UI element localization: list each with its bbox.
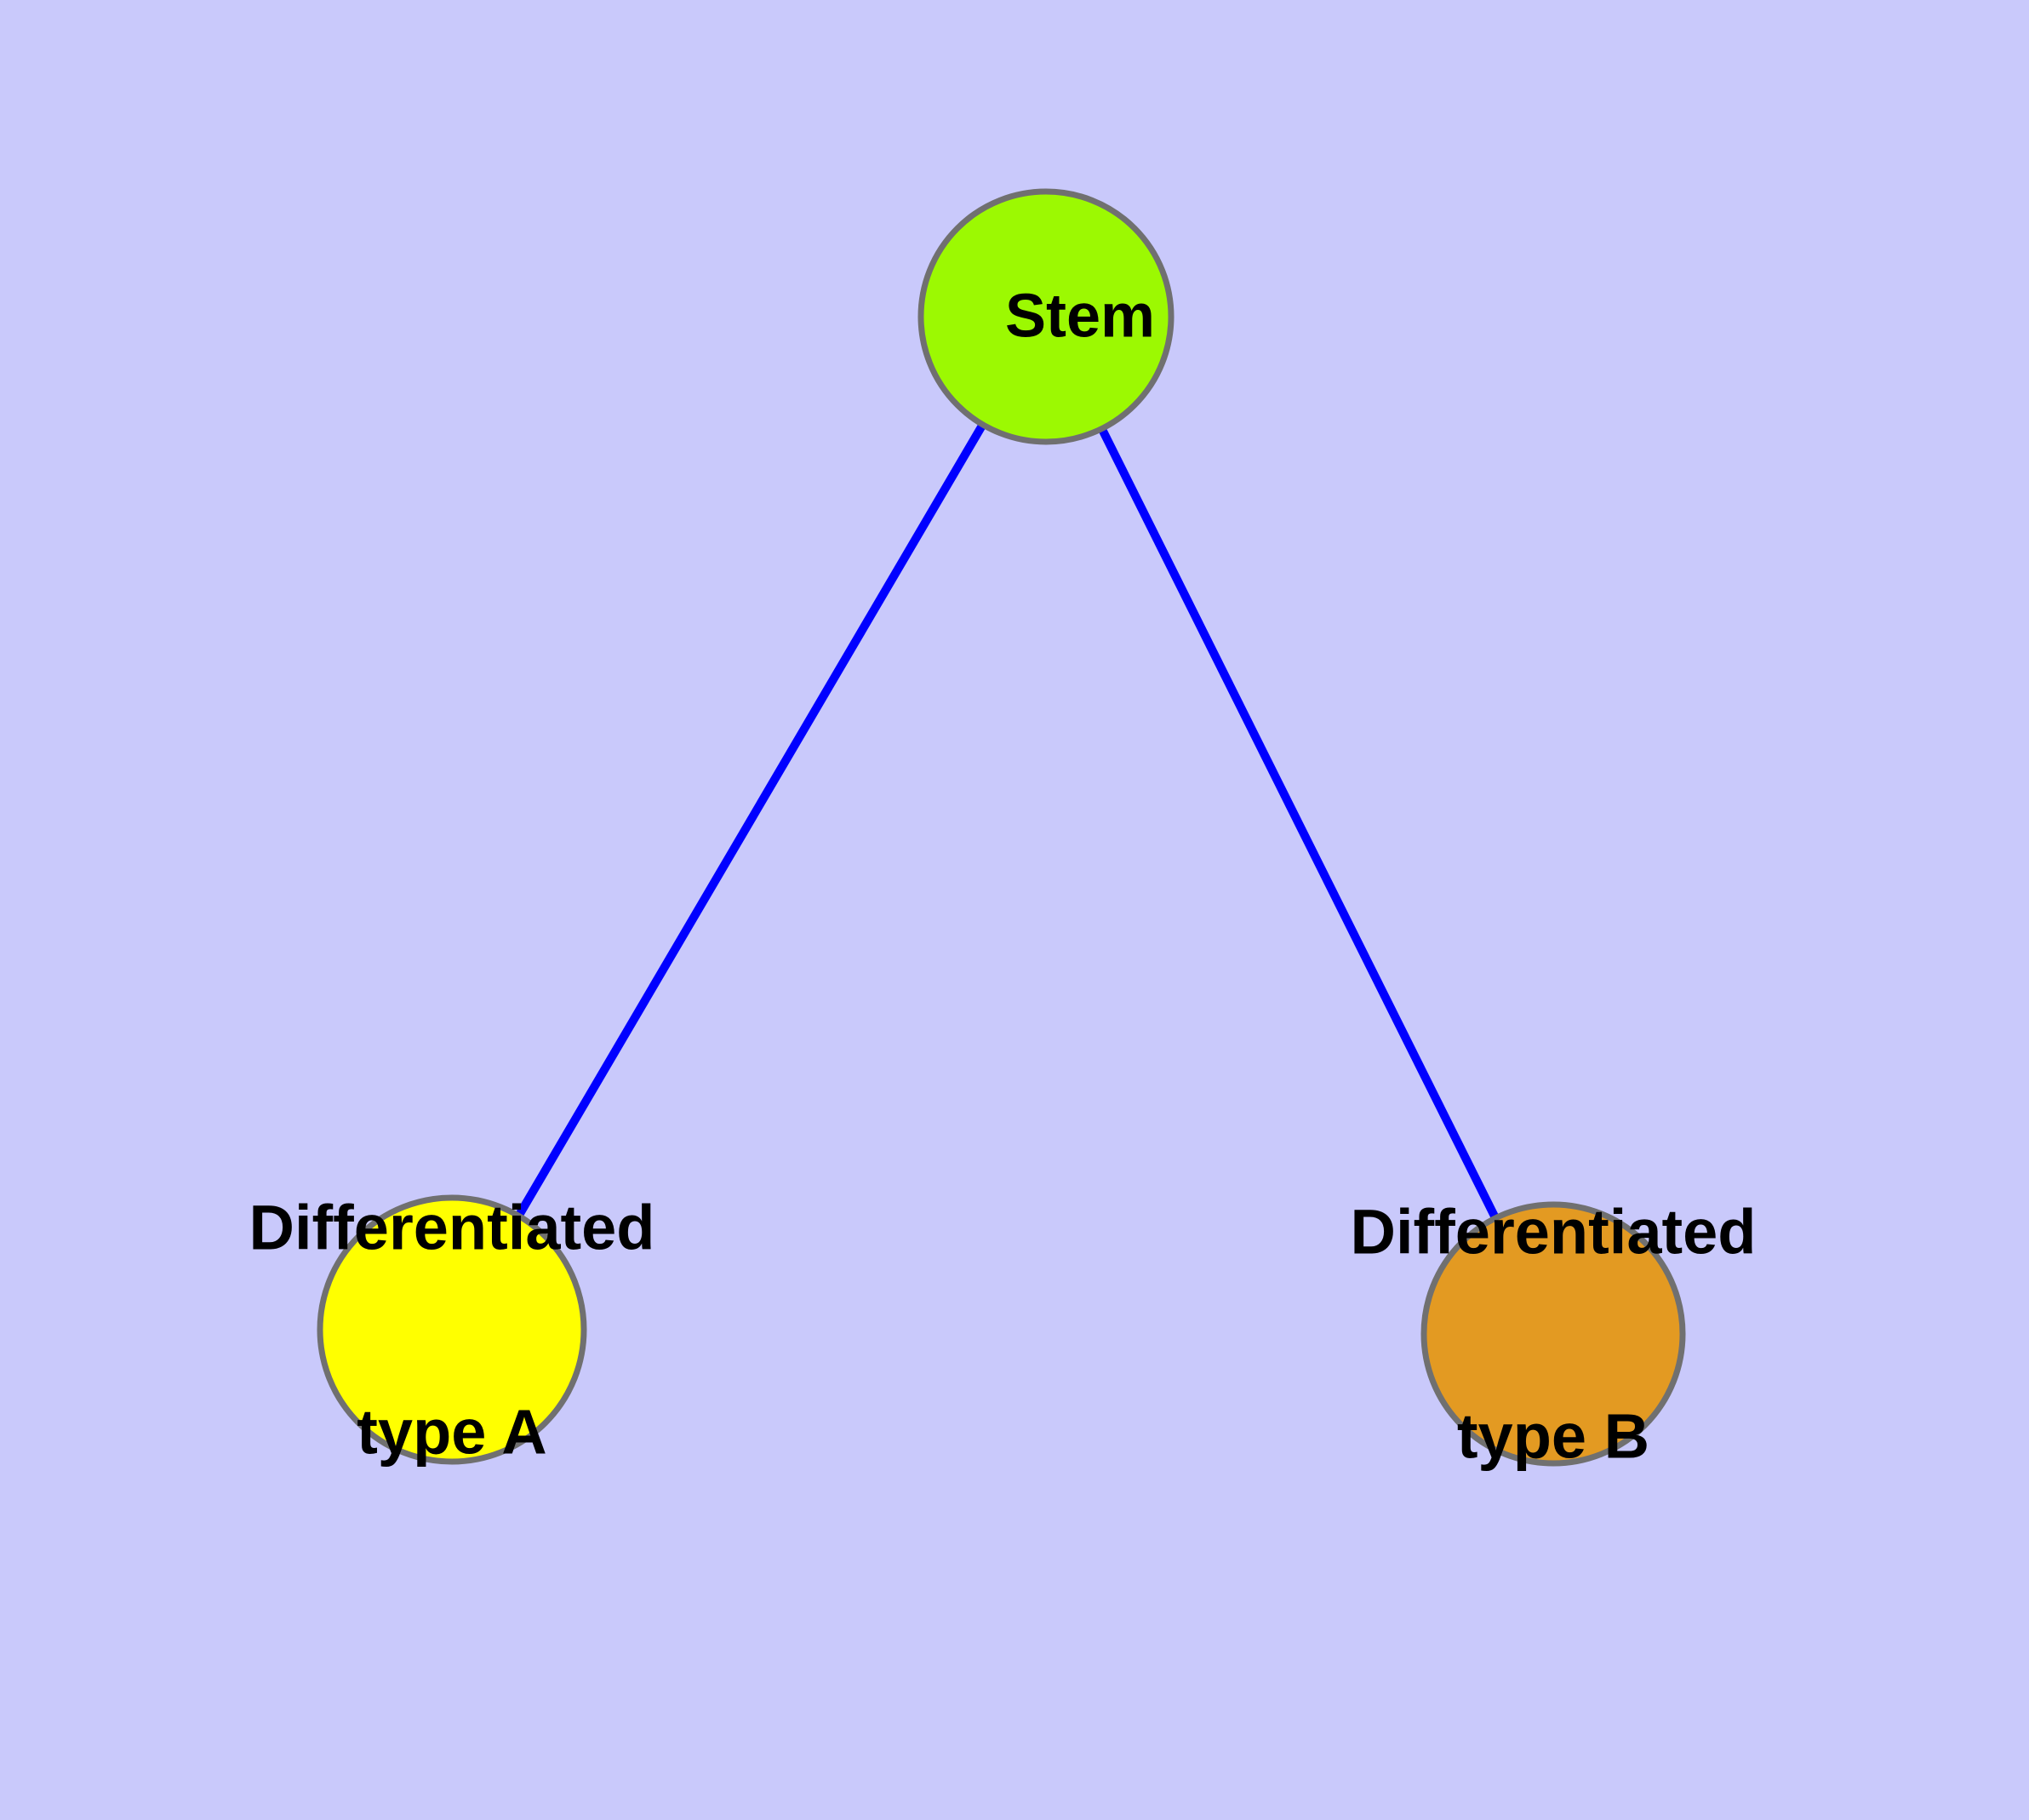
edge-layer	[516, 423, 1499, 1219]
node-differentiated-type-a[interactable]	[317, 1194, 587, 1465]
edge-stem-to-differentiated-type-a	[516, 423, 986, 1217]
edge-stem-to-differentiated-type-b	[1099, 428, 1499, 1219]
node-layer	[317, 188, 1686, 1467]
node-stem[interactable]	[917, 188, 1175, 445]
node-differentiated-type-b[interactable]	[1420, 1201, 1686, 1467]
